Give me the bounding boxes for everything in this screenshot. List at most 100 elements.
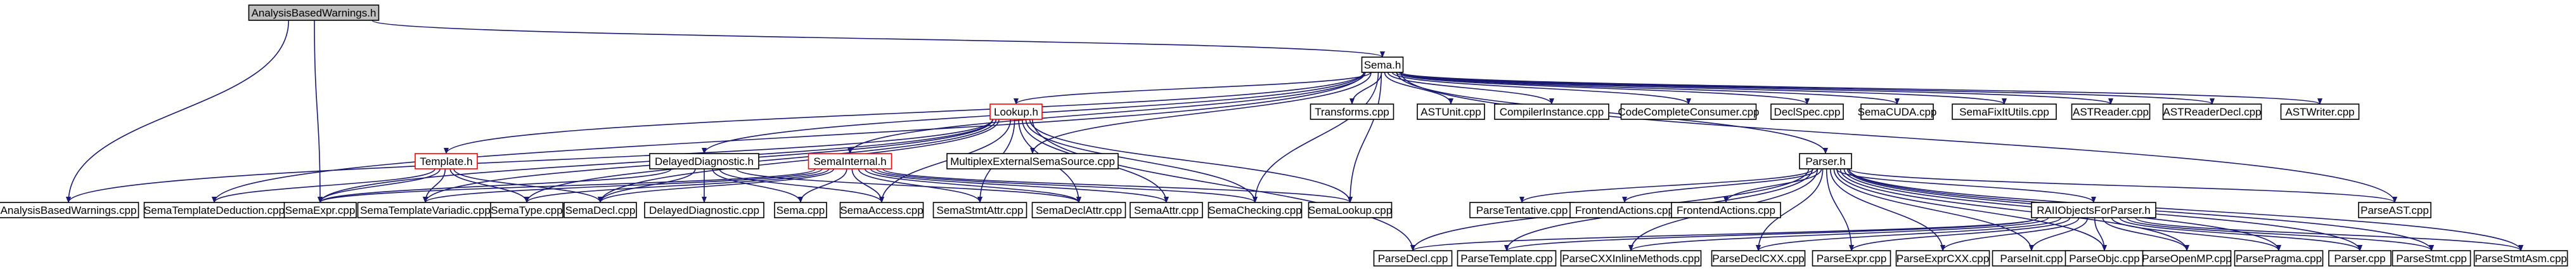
edge-sema-h-to-astreader-cpp xyxy=(1400,72,2113,105)
edge-semainternal-h-to-semastmtattr-cpp xyxy=(858,168,982,203)
graph-node-parser-h[interactable]: Parser.h xyxy=(1799,153,1852,169)
node-box xyxy=(932,202,1027,218)
graph-node-astreaderdecl-cpp[interactable]: ASTReaderDecl.cpp xyxy=(2162,103,2262,120)
graph-node-multiplexexternalsemasource-cpp[interactable]: MultiplexExternalSemaSource.cpp xyxy=(946,153,1119,169)
node-box xyxy=(1031,202,1126,218)
graph-node-template-h[interactable]: Template.h xyxy=(415,153,478,169)
graph-node-delayeddiagnostic-cpp[interactable]: DelayedDiagnostic.cpp xyxy=(644,202,764,218)
node-box xyxy=(1671,202,1781,218)
graph-node-analysisbasedwarnings-cpp[interactable]: AnalysisBasedWarnings.cpp xyxy=(0,202,139,218)
graph-node-parsecxxinlinemethods-cpp[interactable]: ParseCXXInlineMethods.cpp xyxy=(1560,250,1702,267)
graph-node-parsestmtasm-cpp[interactable]: ParseStmtAsm.cpp xyxy=(2473,250,2568,267)
graph-node-parsestmt-cpp[interactable]: ParseStmt.cpp xyxy=(2392,250,2471,267)
graph-node-semadecl-cpp[interactable]: SemaDecl.cpp xyxy=(564,202,637,218)
graph-node-parsepragma-cpp[interactable]: ParsePragma.cpp xyxy=(2234,250,2324,267)
graph-node-sema-cpp[interactable]: Sema.cpp xyxy=(774,202,827,218)
edge-raiiobjectsforparser-h-to-parseopenmp-cpp xyxy=(2102,217,2189,251)
edge-template-h-to-sematemplatededuction-cpp xyxy=(212,168,435,203)
node-label: Parser.cpp xyxy=(2334,253,2385,265)
graph-node-sematemplatevariadic-cpp[interactable]: SemaTemplateVariadic.cpp xyxy=(357,202,494,218)
graph-node-parseast-cpp[interactable]: ParseAST.cpp xyxy=(2358,202,2431,218)
node-label: ParseAST.cpp xyxy=(2360,204,2429,216)
graph-node-compilerinstance-cpp[interactable]: CompilerInstance.cpp xyxy=(1494,103,1609,120)
graph-node-semalookup-cpp[interactable]: SemaLookup.cpp xyxy=(1308,202,1393,218)
edge-lookup-h-to-semaaccess-cpp xyxy=(879,119,1012,203)
node-box xyxy=(1208,202,1303,218)
graph-node-astwriter-cpp[interactable]: ASTWriter.cpp xyxy=(2280,103,2360,120)
node-box xyxy=(2071,103,2151,120)
node-label: ParseExprCXX.cpp xyxy=(1897,253,1989,265)
graph-node-parseexpr-cpp[interactable]: ParseExpr.cpp xyxy=(1812,250,1891,267)
node-box xyxy=(946,153,1119,169)
graph-node-astunit-cpp[interactable]: ASTUnit.cpp xyxy=(1417,103,1485,120)
node-label: ParseTentative.cpp xyxy=(1476,204,1568,216)
graph-node-parsedeclcxx-cpp[interactable]: ParseDeclCXX.cpp xyxy=(1711,250,1806,267)
edge-lookup-h-to-analysisbasedwarnings-cpp xyxy=(66,119,993,203)
node-box xyxy=(1494,103,1609,120)
graph-node-astreader-cpp[interactable]: ASTReader.cpp xyxy=(2071,103,2151,120)
graph-node-semachecking-cpp[interactable]: SemaChecking.cpp xyxy=(1208,202,1303,218)
graph-node-parser-cpp[interactable]: Parser.cpp xyxy=(2328,250,2392,267)
graph-node-semafixitutils-cpp[interactable]: SemaFixItUtils.cpp xyxy=(1952,103,2057,120)
graph-node-frontendactions-cpp-2[interactable]: FrontendActions.cpp xyxy=(1671,202,1781,218)
node-label: ParseOpenMP.cpp xyxy=(2142,253,2231,265)
graph-node-parseinit-cpp[interactable]: ParseInit.cpp xyxy=(1992,250,2071,267)
edge-delayeddiagnostic-h-to-semadeclattr-cpp xyxy=(736,168,1081,203)
edge-sema-h-to-semalookup-cpp xyxy=(1348,72,1382,203)
node-label: SemaLookup.cpp xyxy=(1308,204,1392,216)
edge-analysisbasedwarnings-h-to-sema-h xyxy=(371,20,1385,58)
graph-node-parseobjc-cpp[interactable]: ParseObjc.cpp xyxy=(2064,250,2144,267)
edge-raiiobjectsforparser-h-to-parsepragma-cpp xyxy=(2111,217,2281,251)
edge-semainternal-h-to-semadeclattr-cpp xyxy=(864,168,1081,203)
edge-raiiobjectsforparser-h-to-parsedeclcxx-cpp xyxy=(1756,217,2061,251)
node-label: AnalysisBasedWarnings.h xyxy=(252,7,377,19)
node-label: CodeCompleteConsumer.cpp xyxy=(1618,106,1759,118)
edge-sema-h-to-astreaderdecl-cpp xyxy=(1400,72,2215,105)
node-label: SemaDeclAttr.cpp xyxy=(1036,204,1122,216)
graph-node-semadeclattr-cpp[interactable]: SemaDeclAttr.cpp xyxy=(1031,202,1126,218)
edge-raiiobjectsforparser-h-to-parseexpr-cpp xyxy=(1849,217,2071,251)
edge-sema-h-to-semafixitutils-cpp xyxy=(1400,72,2007,105)
graph-node-parseexprcxx-cpp[interactable]: ParseExprCXX.cpp xyxy=(1895,250,1990,267)
edge-raiiobjectsforparser-h-to-parsestmt-cpp xyxy=(2126,217,2434,251)
graph-node-sematype-cpp[interactable]: SemaType.cpp xyxy=(490,202,564,218)
node-box xyxy=(2392,250,2471,267)
graph-node-parsetemplate-cpp[interactable]: ParseTemplate.cpp xyxy=(1457,250,1557,267)
graph-node-semainternal-h[interactable]: SemaInternal.h xyxy=(808,153,892,169)
graph-node-sema-h[interactable]: Sema.h xyxy=(1361,56,1404,73)
node-box xyxy=(2473,250,2568,267)
node-box xyxy=(490,202,564,218)
graph-node-frontendactions-cpp-1[interactable]: FrontendActions.cpp xyxy=(1569,202,1680,218)
edge-sema-h-to-compilerinstance-cpp xyxy=(1387,72,1554,105)
edge-lookup-h-to-sematype-cpp xyxy=(524,119,997,203)
graph-node-parseopenmp-cpp[interactable]: ParseOpenMP.cpp xyxy=(2142,250,2232,267)
edge-sema-h-to-transforms-cpp xyxy=(1349,72,1382,105)
node-box xyxy=(248,4,380,21)
edge-semainternal-h-to-semalookup-cpp xyxy=(882,168,1353,203)
graph-node-declspec-cpp[interactable]: DeclSpec.cpp xyxy=(1770,103,1844,120)
graph-node-transforms-cpp[interactable]: Transforms.cpp xyxy=(1310,103,1394,120)
graph-node-codecompleteconsumer-cpp[interactable]: CodeCompleteConsumer.cpp xyxy=(1618,103,1760,120)
graph-node-lookup-h[interactable]: Lookup.h xyxy=(989,103,1043,120)
graph-node-parsetentative-cpp[interactable]: ParseTentative.cpp xyxy=(1469,202,1575,218)
graph-node-raiiobjectsforparser-h[interactable]: RAIIObjectsForParser.h xyxy=(2031,202,2156,218)
node-box xyxy=(774,202,827,218)
graph-node-semaattr-cpp[interactable]: SemaAttr.cpp xyxy=(1130,202,1203,218)
graph-node-semastmtattr-cpp[interactable]: SemaStmtAttr.cpp xyxy=(932,202,1027,218)
graph-node-delayeddiagnostic-h[interactable]: DelayedDiagnostic.h xyxy=(649,153,759,169)
edge-raiiobjectsforparser-h-to-parsestmtasm-cpp xyxy=(2135,217,2523,251)
graph-node-sematemplatededuction-cpp[interactable]: SemaTemplateDeduction.cpp xyxy=(143,202,285,218)
graph-node-semacuda-cpp[interactable]: SemaCUDA.cpp xyxy=(1858,103,1937,120)
edge-delayeddiagnostic-h-to-semaaccess-cpp xyxy=(719,168,884,203)
node-box xyxy=(2280,103,2360,120)
graph-node-semaaccess-cpp[interactable]: SemaAccess.cpp xyxy=(839,202,924,218)
graph-node-analysisbasedwarnings-h[interactable]: AnalysisBasedWarnings.h xyxy=(248,4,380,21)
edge-parser-h-to-parseopenmp-cpp xyxy=(1839,168,2189,251)
graph-node-semaexpr-cpp[interactable]: SemaExpr.cpp xyxy=(283,202,357,218)
edge-raiiobjectsforparser-h-to-parseobjc-cpp xyxy=(2094,217,2107,251)
edge-semainternal-h-to-sema-cpp xyxy=(798,168,847,203)
edge-sema-h-to-multiplexexternalsemasource-cpp xyxy=(1030,72,1372,154)
graph-node-parsedecl-cpp[interactable]: ParseDecl.cpp xyxy=(1373,250,1453,267)
edge-lookup-h-to-semalookup-cpp xyxy=(1029,119,1353,203)
node-box xyxy=(415,153,478,169)
